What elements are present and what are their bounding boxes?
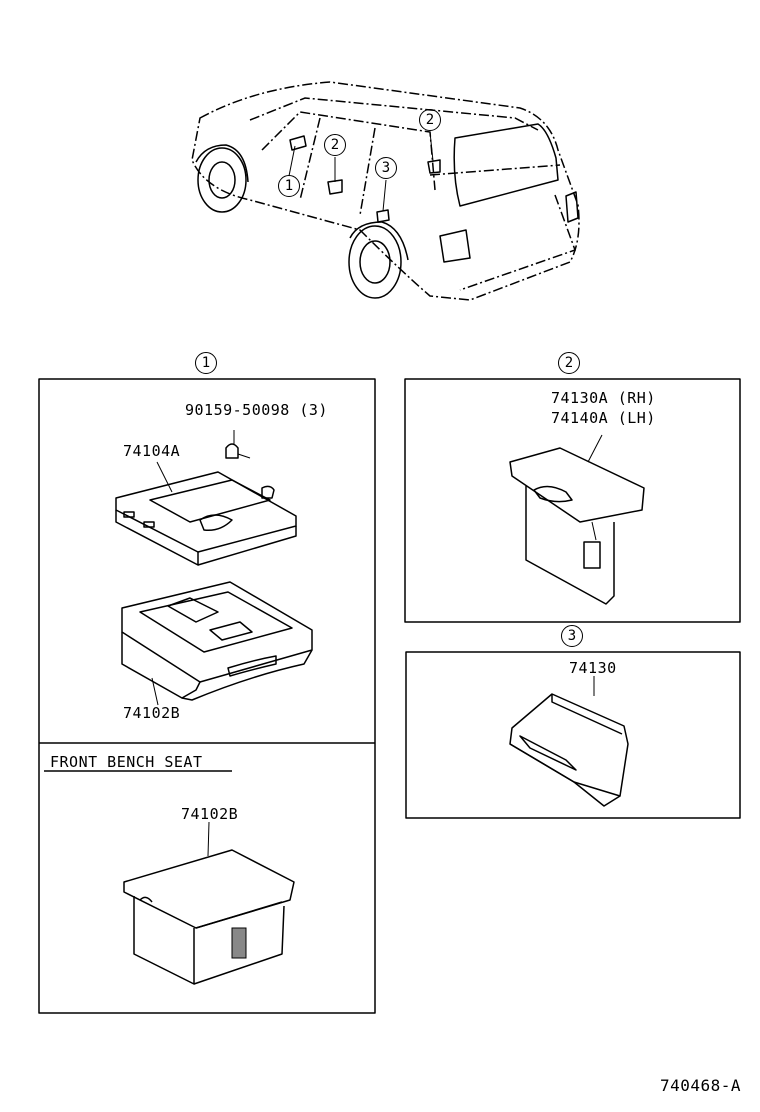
section-frames (38, 378, 741, 1014)
bracket-74104a-drawing (115, 430, 297, 566)
callout-2-vehicle-rear: 2 (419, 109, 441, 131)
section-callout-2: 2 (558, 352, 580, 374)
section-callout-1: 1 (195, 352, 217, 374)
callout-2-vehicle-side: 2 (324, 134, 346, 156)
callout-1-vehicle: 1 (278, 175, 300, 197)
part-number-74130: 74130 (569, 659, 617, 677)
vehicle-illustration (191, 81, 580, 301)
illustration-id: 740468-A (660, 1076, 742, 1095)
section-callout-3: 3 (561, 625, 583, 647)
bracket-part-number: 74104A (123, 442, 181, 460)
ashtray-part-number: 74102B (123, 704, 181, 722)
bolt-part-number: 90159-50098 (3) (185, 401, 328, 419)
callout-3-vehicle: 3 (375, 157, 397, 179)
bench-ashtray-part-number: 74102B (181, 805, 239, 823)
ashtray-74102b-drawing (121, 581, 313, 706)
part-number-rh: 74130A (RH) (551, 389, 656, 407)
part-number-lh: 74140A (LH) (551, 409, 656, 427)
bench-seat-ashtray-drawing (123, 821, 295, 985)
rear-ashtray-74130a-drawing (509, 434, 645, 605)
front-bench-seat-title: FRONT BENCH SEAT (50, 753, 203, 771)
rear-ashtray-74130-drawing (509, 676, 629, 807)
